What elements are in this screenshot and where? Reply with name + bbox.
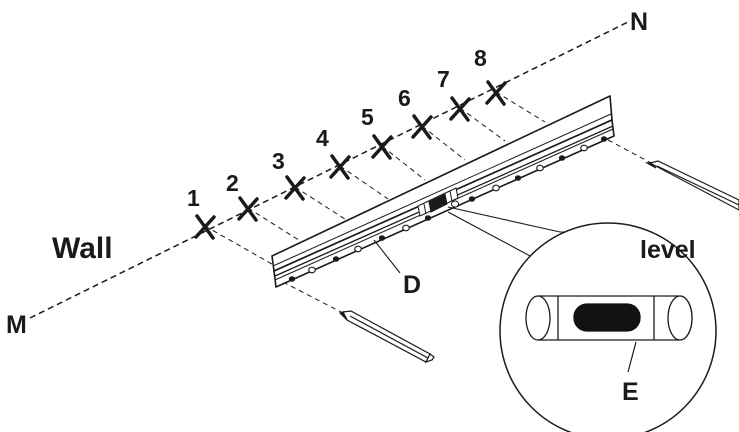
pencil-icon xyxy=(338,310,435,364)
x-marks xyxy=(194,80,507,240)
point-n-label: N xyxy=(630,8,648,36)
mark-label-3: 3 xyxy=(272,148,285,174)
bubble-label: E xyxy=(622,378,639,406)
mark-5-cross xyxy=(371,134,393,160)
bubble-fill xyxy=(573,303,641,332)
mark-label-7: 7 xyxy=(437,66,450,92)
mark-label-1: 1 xyxy=(187,185,200,211)
rail-level-vial xyxy=(417,187,459,217)
level-label: level xyxy=(640,236,696,264)
mark-1-cross xyxy=(194,214,216,240)
mark-7-cross xyxy=(449,96,471,122)
projection-lines xyxy=(204,91,656,315)
pencil-icon xyxy=(644,160,739,211)
mark-label-6: 6 xyxy=(398,85,411,111)
mark-label-4: 4 xyxy=(316,125,329,151)
mark-2-cross xyxy=(237,196,259,222)
rail-label: D xyxy=(403,271,421,299)
rail-leader xyxy=(373,239,401,274)
mark-6-cross xyxy=(411,114,433,140)
mark-8-cross xyxy=(485,80,507,106)
mark-label-8: 8 xyxy=(474,45,487,71)
mark-label-2: 2 xyxy=(226,170,239,196)
wall-label: Wall xyxy=(52,232,113,265)
level-bubble-detail xyxy=(525,295,693,373)
mark-3-cross xyxy=(284,175,306,201)
mark-4-cross xyxy=(329,154,351,180)
rail-holes xyxy=(288,136,608,282)
mark-label-5: 5 xyxy=(361,104,374,130)
wall-line xyxy=(29,21,629,319)
point-m-label: M xyxy=(6,311,27,339)
